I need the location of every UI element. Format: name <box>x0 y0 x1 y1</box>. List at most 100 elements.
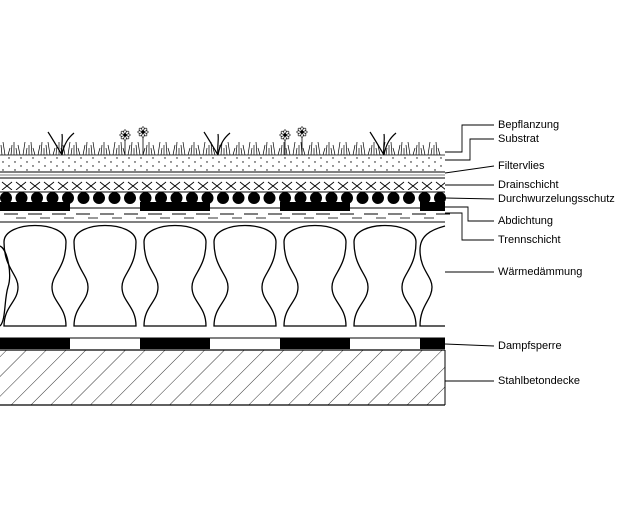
grass-blade <box>145 144 148 156</box>
grass-blade <box>105 147 108 156</box>
grass-blade <box>270 144 273 156</box>
dampfsperre-bar <box>0 338 70 349</box>
grass-blade <box>310 141 313 156</box>
abdichtung-bar <box>420 202 445 211</box>
grass-blade <box>255 141 258 156</box>
grass-blade <box>352 144 356 156</box>
grass-blade <box>285 147 288 156</box>
bead <box>139 192 152 204</box>
grass-blade <box>362 141 366 156</box>
grass-blade <box>75 141 78 156</box>
grass-blade <box>115 147 118 156</box>
grass-blade <box>232 147 236 156</box>
grass-blade <box>107 144 111 156</box>
insulation-cell <box>143 224 207 327</box>
filtervlies-layer <box>0 171 445 176</box>
insulation-cell <box>419 225 446 327</box>
grass-blade <box>45 144 48 156</box>
grass-blade <box>62 144 66 156</box>
bead <box>372 192 384 204</box>
stahlbetondecke-layer <box>0 349 446 406</box>
label-substrat: Substrat <box>498 133 539 145</box>
label-abdichtung: Abdichtung <box>498 215 554 227</box>
bead <box>434 192 446 204</box>
grass-blade <box>390 141 393 156</box>
insulation-cell <box>0 245 11 327</box>
bead <box>325 192 338 204</box>
grass-blade <box>195 147 198 156</box>
grass-blade <box>400 141 403 156</box>
abdichtung-trennschicht-layer <box>0 202 450 219</box>
bead <box>62 192 74 204</box>
grass-blade <box>52 147 56 156</box>
label-waermedaemmung: Wärmedämmung <box>498 266 583 278</box>
flower-icon <box>296 126 308 138</box>
bead <box>248 192 260 204</box>
grass-blade <box>415 144 418 156</box>
grass-blade <box>182 141 186 156</box>
grass-blade <box>405 144 408 156</box>
grass-blade <box>202 141 206 156</box>
grass-blade <box>17 144 21 156</box>
grass-blade <box>85 141 88 156</box>
bead <box>155 192 167 204</box>
bead <box>170 192 183 204</box>
durchwurzelungsschutz-layer <box>0 191 446 204</box>
drainschicht-layer <box>0 177 445 190</box>
grass-blade <box>15 147 18 156</box>
flower-icon <box>119 129 131 141</box>
grass-blade <box>287 144 291 156</box>
grass-blade <box>150 147 153 156</box>
label-bepflanzung: Bepflanzung <box>498 119 560 131</box>
bead <box>263 192 276 204</box>
grass-blade <box>302 147 306 156</box>
bead <box>93 192 105 204</box>
grass-blade <box>77 147 81 156</box>
grass-blade <box>322 147 326 156</box>
bead <box>0 192 12 204</box>
dampfsperre-bar <box>280 338 350 349</box>
grass-blade <box>347 147 351 156</box>
grass-blade <box>40 141 43 156</box>
bead <box>232 192 245 204</box>
grass-blade <box>315 144 318 156</box>
grass-blade <box>427 141 431 156</box>
plant-leaves <box>203 131 231 156</box>
grass-blade <box>165 141 168 156</box>
grass-blade <box>25 147 28 156</box>
plant-leaves <box>47 131 75 156</box>
grass-blade <box>412 147 416 156</box>
grass-blade <box>135 144 138 156</box>
grass-blade <box>262 144 266 156</box>
grass-blade <box>137 141 141 156</box>
bead <box>294 192 307 204</box>
grass-blade <box>340 147 343 156</box>
grass-blade <box>235 144 238 156</box>
grass-blade <box>292 141 296 156</box>
waermedaemmung-layer <box>0 221 446 327</box>
grass-blade <box>360 144 363 156</box>
grass-blade <box>307 144 311 156</box>
grass-blade <box>0 144 3 156</box>
bead <box>15 192 28 204</box>
leader-lines <box>444 124 495 382</box>
grass-blade <box>265 141 268 156</box>
label-durchwurzelungsschutz: Durchwurzelungsschutz <box>498 193 615 205</box>
grass-blade <box>205 147 208 156</box>
grass-blade <box>295 147 298 156</box>
grass-blade <box>317 141 321 156</box>
bead <box>279 192 291 204</box>
insulation-cell <box>283 224 347 327</box>
insulation-cell <box>213 224 277 327</box>
grass-blade <box>127 144 131 156</box>
grass-blade <box>2 141 6 156</box>
dampfsperre-bar <box>420 338 445 349</box>
plant-leaves <box>369 131 397 156</box>
label-stahlbetondecke: Stahlbetondecke <box>498 375 580 387</box>
grass-blade <box>375 147 378 156</box>
grass-blade <box>70 147 73 156</box>
bead <box>124 192 136 204</box>
bepflanzung-layer <box>0 126 441 156</box>
grass-blade <box>187 147 191 156</box>
dampfsperre-layer <box>0 337 445 349</box>
